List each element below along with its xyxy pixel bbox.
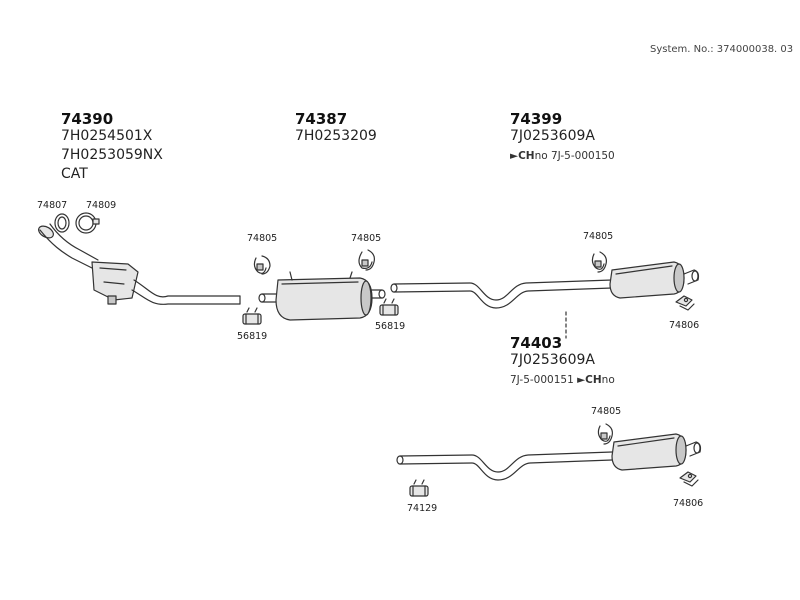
part-number-74390: 74390 xyxy=(61,110,114,128)
hanger-74805 xyxy=(253,255,271,275)
hanger-74805 xyxy=(358,249,375,271)
middle-silencer xyxy=(258,271,386,321)
part-number-74403: 74403 xyxy=(510,334,563,352)
clamp-56819 xyxy=(242,307,262,325)
callout-74805: 74805 xyxy=(583,231,614,242)
ref-cat: CAT xyxy=(61,166,88,182)
callout-56819: 56819 xyxy=(375,321,406,332)
part-number-74387: 74387 xyxy=(295,110,348,128)
callout-74806: 74806 xyxy=(673,498,704,509)
clamp-ring-74809 xyxy=(75,212,100,234)
chassis-label: CH xyxy=(518,150,535,162)
rear-silencer-74399 xyxy=(609,261,700,299)
front-pipe-catalytic-converter xyxy=(38,223,241,305)
hanger-74805 xyxy=(591,251,607,273)
ref-7J0253609A: 7J0253609A xyxy=(510,128,595,144)
clamp-56819 xyxy=(379,298,399,316)
callout-74807: 74807 xyxy=(37,200,68,211)
chassis-suffix: no xyxy=(601,374,615,386)
ref-7H0253209: 7H0253209 xyxy=(295,128,377,144)
chassis-range: no 7J-5-000150 xyxy=(534,150,615,162)
hanger-74805 xyxy=(597,423,613,445)
chassis-label: CH xyxy=(585,374,602,386)
bracket-74806 xyxy=(675,295,695,311)
chassis-range: 7J-5-000151 xyxy=(510,374,578,386)
ref-7J0253609A-2: 7J0253609A xyxy=(510,352,595,368)
callout-74805: 74805 xyxy=(351,233,382,244)
chassis-note-74403: 7J-5-000151 ►CHno xyxy=(510,374,615,386)
gasket-74807 xyxy=(54,213,70,233)
bracket-74806 xyxy=(679,471,699,487)
rear-pipe-74403 xyxy=(396,451,613,481)
callout-56819: 56819 xyxy=(237,331,268,342)
ref-7H0254501X: 7H0254501X xyxy=(61,128,153,144)
rear-silencer-74403 xyxy=(611,433,702,471)
part-number-74399: 74399 xyxy=(510,110,563,128)
arrow-right-icon: ► xyxy=(510,150,519,162)
callout-74806: 74806 xyxy=(669,320,700,331)
ref-7H0253059NX: 7H0253059NX xyxy=(61,147,163,163)
callout-74809: 74809 xyxy=(86,200,117,211)
arrow-right-icon: ► xyxy=(577,374,586,386)
callout-74129: 74129 xyxy=(407,503,438,514)
callout-74805: 74805 xyxy=(591,406,622,417)
clamp-74129 xyxy=(409,479,429,497)
system-number: System. No.: 374000038. 03 xyxy=(650,44,794,55)
rear-pipe-74399 xyxy=(390,279,613,309)
chassis-note-74399: ►CHno 7J-5-000150 xyxy=(510,150,615,162)
callout-74805: 74805 xyxy=(247,233,278,244)
